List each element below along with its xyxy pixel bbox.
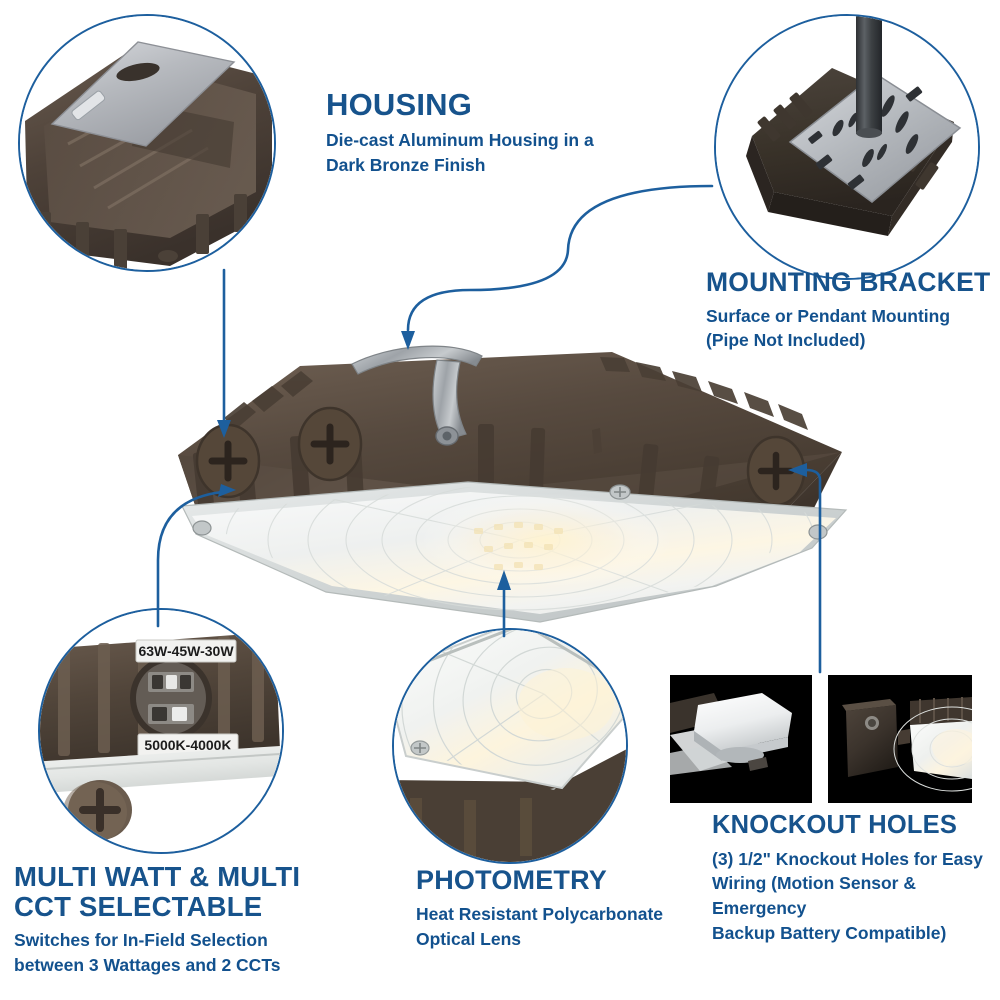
housing-underside-illustration	[20, 16, 274, 270]
knockout-holes-description: (3) 1/2" Knockout Holes for Easy Wiring …	[712, 848, 983, 944]
mounting-bracket-description: Surface or Pendant Mounting (Pipe Not In…	[706, 305, 951, 351]
knockout-plug-loose	[63, 780, 132, 842]
panel-motion-sensor-photo	[670, 675, 812, 803]
multi-watt-title: MULTI WATT & MULTI CCT SELECTABLE	[14, 861, 301, 922]
knockout-holes-title: KNOCKOUT HOLES	[712, 811, 958, 839]
lens-closeup-illustration	[394, 630, 626, 862]
wattage-label: 63W-45W-30W	[135, 639, 237, 663]
knockout-plug-left	[195, 423, 261, 499]
connector-bracket	[406, 184, 714, 332]
inset-housing-photo	[18, 14, 276, 272]
housing-description: Die-cast Aluminum Housing in a Dark Bron…	[326, 130, 594, 176]
connector-knockout	[804, 468, 822, 674]
knockout-plug-right	[746, 435, 806, 507]
callout-mounting-bracket: MOUNTING BRACKET Surface or Pendant Moun…	[706, 268, 1000, 353]
panel-backup-battery-photo	[828, 675, 972, 803]
connector-switch	[156, 490, 224, 628]
housing-title: HOUSING	[326, 87, 473, 122]
battery-box-illustration	[828, 675, 972, 803]
motion-sensor-illustration	[670, 675, 812, 803]
multi-watt-description: Switches for In-Field Selection between …	[14, 930, 281, 976]
callout-multi-watt-cct: MULTI WATT & MULTI CCT SELECTABLE Switch…	[14, 862, 344, 978]
inset-mounting-bracket-photo	[714, 14, 980, 280]
knockout-plug-middle	[297, 406, 363, 482]
callout-housing: HOUSING Die-cast Aluminum Housing in a D…	[326, 88, 656, 178]
inset-photometry-lens-photo	[392, 628, 628, 864]
mounting-bracket-title: MOUNTING BRACKET	[706, 267, 991, 297]
selector-switch-illustration: 63W-45W-30W 5000K-4000K	[40, 610, 282, 852]
photometry-description: Heat Resistant Polycarbonate Optical Len…	[416, 904, 664, 949]
photometry-title: PHOTOMETRY	[416, 865, 608, 895]
inset-selector-switch-photo: 63W-45W-30W 5000K-4000K	[38, 608, 284, 854]
svg-text:5000K-4000K: 5000K-4000K	[144, 737, 231, 753]
bracket-pendant-illustration	[716, 16, 978, 278]
callout-knockout-holes: KNOCKOUT HOLES (3) 1/2" Knockout Holes f…	[712, 811, 1000, 946]
svg-text:63W-45W-30W: 63W-45W-30W	[138, 643, 234, 659]
callout-photometry: PHOTOMETRY Heat Resistant Polycarbonate …	[416, 865, 676, 952]
